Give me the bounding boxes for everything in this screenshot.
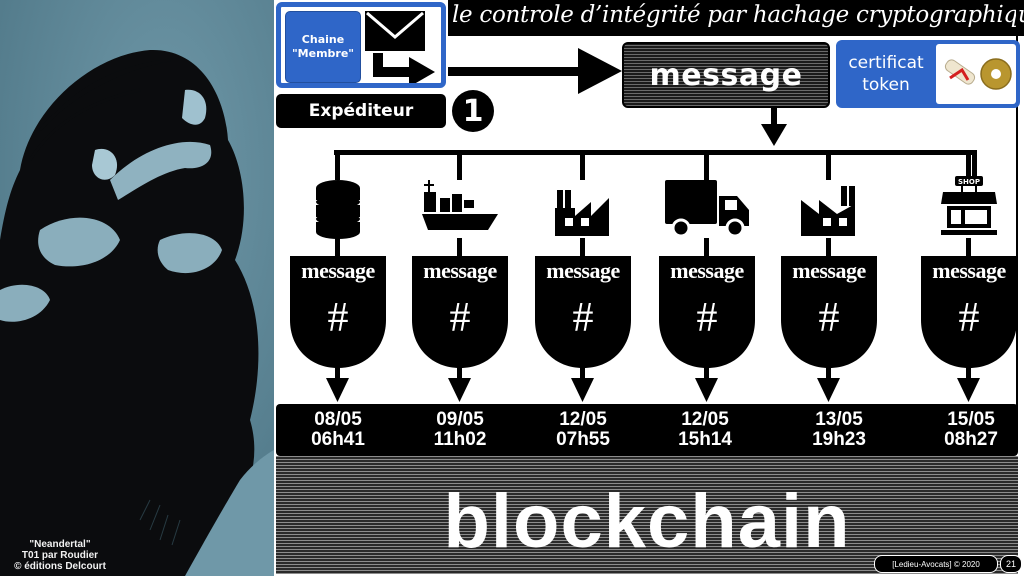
hash-shield-3 — [535, 256, 631, 368]
node-shop: SHOP — [921, 150, 1017, 404]
timestamp-time: 11h02 — [433, 429, 487, 450]
hash-symbol: # — [696, 295, 718, 341]
factory-icon — [555, 190, 609, 236]
shield-message-label: message — [932, 258, 1006, 283]
timestamp-date: 15/05 — [947, 409, 995, 430]
timestamp-date: 13/05 — [815, 409, 863, 430]
node-factory-2 — [781, 150, 877, 404]
blockchain-ledger: blockchain — [276, 456, 1018, 574]
step-number-badge: 1 — [452, 90, 494, 132]
hash-shield-6 — [921, 256, 1017, 368]
coin-token-icon — [980, 58, 1012, 90]
scroll-certificate-icon — [944, 59, 976, 85]
timestamp-2: 09/05 11h02 — [415, 404, 505, 456]
database-icon — [316, 180, 360, 239]
hash-shield-1 — [290, 256, 386, 368]
footer-credit: [Ledieu-Avocats] © 2020 — [874, 555, 998, 573]
certificate-text: certificat — [848, 53, 924, 73]
page-number: 21 — [1000, 555, 1022, 573]
shield-message-label: message — [546, 258, 620, 283]
slide-title: le controle d’intégrité par hachage cryp… — [452, 2, 1024, 28]
shield-message-label: message — [792, 258, 866, 283]
node-database — [290, 150, 386, 404]
certificate-icons — [936, 44, 1016, 104]
shield-message-label: message — [301, 258, 375, 283]
chain-label-line2: "Membre" — [291, 47, 355, 60]
sender-role-label: Expéditeur — [276, 94, 446, 128]
envelope-icon — [365, 11, 435, 83]
node-shipping — [412, 150, 508, 404]
timestamp-time: 15h14 — [678, 429, 732, 450]
certificate-label: certificat token — [836, 40, 936, 108]
hash-shield-2 — [412, 256, 508, 368]
timestamp-4: 12/05 15h14 — [660, 404, 750, 456]
blockchain-label: blockchain — [443, 479, 851, 564]
shop-sign-text: SHOP — [958, 178, 980, 186]
chain-label-line1: Chaine — [301, 33, 345, 46]
sender-chain-box: Chaine "Membre" — [276, 2, 446, 88]
timestamp-date: 12/05 — [681, 409, 729, 430]
message-block: message — [622, 42, 830, 108]
message-label: message — [649, 57, 803, 93]
title-bar — [448, 0, 1024, 38]
node-factory-1 — [535, 150, 631, 404]
right-frame-line — [1016, 0, 1018, 410]
binary-data-pattern — [624, 44, 828, 106]
hash-symbol: # — [572, 295, 594, 341]
timestamp-time: 06h41 — [311, 429, 365, 450]
timestamp-date: 09/05 — [436, 409, 484, 430]
timestamp-1: 08/05 06h41 — [293, 404, 383, 456]
factory-icon — [801, 186, 855, 236]
binary-data-pattern — [276, 456, 1018, 574]
hash-symbol: # — [449, 295, 471, 341]
hash-shield-5 — [781, 256, 877, 368]
illustration-caption: "Neandertal" T01 par Roudier © éditions … — [10, 539, 110, 572]
caption-title: "Neandertal" — [29, 539, 91, 550]
certificate-token-box: certificat token — [836, 40, 1020, 108]
shield-message-label: message — [423, 258, 497, 283]
timestamp-6: 15/05 08h27 — [926, 404, 1016, 456]
shop-icon: SHOP — [941, 176, 997, 235]
title-underline — [448, 36, 1024, 38]
node-transport — [659, 150, 755, 404]
hash-symbol: # — [327, 295, 349, 341]
caption-copyright: © éditions Delcourt — [14, 561, 106, 572]
timestamp-time: 19h23 — [812, 429, 866, 450]
diagram-area: le controle d’intégrité par hachage cryp… — [274, 0, 1024, 576]
hash-shields — [290, 256, 1017, 368]
chain-member-button[interactable]: Chaine "Membre" — [285, 11, 361, 83]
timestamp-time: 08h27 — [944, 429, 998, 450]
token-text: token — [862, 75, 910, 95]
timestamp-time: 07h55 — [556, 429, 610, 450]
neanderthal-illustration: "Neandertal" T01 par Roudier © éditions … — [0, 0, 274, 576]
shield-message-label: message — [670, 258, 744, 283]
hash-symbol: # — [958, 295, 980, 341]
timestamp-date: 12/05 — [559, 409, 607, 430]
cargo-ship-icon — [422, 180, 498, 230]
timestamp-bar — [276, 404, 1018, 456]
truck-icon — [665, 180, 749, 238]
send-arrow-icon — [409, 57, 435, 83]
hash-symbol: # — [818, 295, 840, 341]
caption-volume: T01 par Roudier — [21, 550, 99, 561]
timestamp-5: 13/05 19h23 — [794, 404, 884, 456]
timestamp-3: 12/05 07h55 — [538, 404, 628, 456]
illustration-artwork — [0, 0, 274, 576]
hash-shield-4 — [659, 256, 755, 368]
timestamp-date: 08/05 — [314, 409, 362, 430]
